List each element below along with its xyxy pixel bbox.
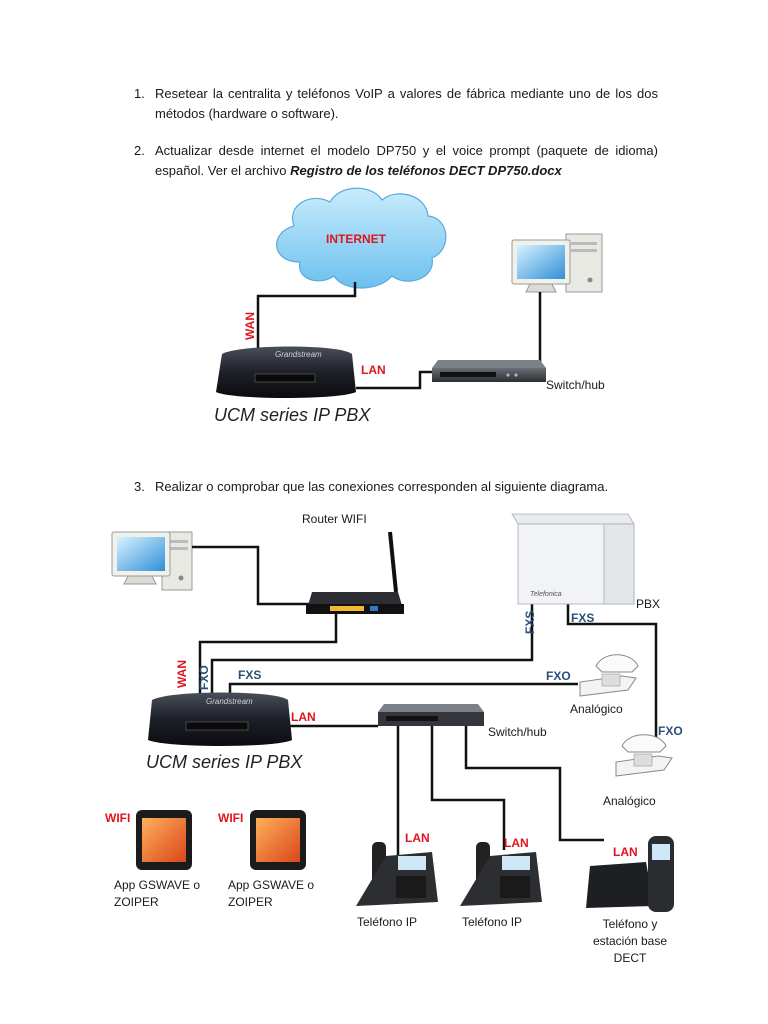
step-text: Actualizar desde internet el modelo DP75… — [155, 141, 658, 181]
analog-phone-icon — [615, 734, 673, 777]
network-diagram-2: Router WIFI Telefonica PBX FXS FXS WAN F… — [105, 512, 683, 965]
lan-cable — [356, 370, 440, 390]
ipphone1-lan-label: LAN — [405, 831, 430, 845]
smartphone-icon — [250, 810, 306, 870]
step-number: 1. — [134, 86, 145, 101]
fxs-ucm-label: FXS — [238, 668, 261, 682]
switch-label: Switch/hub — [546, 378, 605, 392]
fxo-phone2-label: FXO — [658, 724, 683, 738]
switch-icon — [432, 360, 546, 382]
dect-line2: estación base — [593, 934, 667, 948]
router-label: Router WIFI — [302, 512, 367, 526]
step-text: Realizar o comprobar que las conexiones … — [155, 479, 609, 494]
ipphone2-cable — [430, 726, 506, 850]
fxo-vertical-label: FXO — [197, 665, 211, 690]
fxo-cable — [210, 604, 534, 698]
ipphone2-label: Teléfono IP — [462, 915, 522, 929]
network-diagram-1: INTERNET WAN LAN Switch/hub — [214, 187, 605, 425]
lan-label: LAN — [361, 363, 386, 377]
ucm-caption: UCM series IP PBX — [146, 752, 303, 772]
wifi-router-icon — [306, 531, 404, 614]
step-number: 2. — [134, 143, 145, 158]
fxo-phone1-label: FXO — [546, 669, 571, 683]
svg-text:Grandstream: Grandstream — [206, 697, 253, 706]
dect-lan-label: LAN — [613, 845, 638, 859]
dect-base-station-icon — [586, 836, 674, 912]
fxs-ucm-cable — [228, 682, 578, 698]
step-text-plain: Actualizar desde internet el modelo DP75… — [155, 143, 658, 178]
desktop-computer-icon — [511, 233, 603, 293]
wifi2-label: WIFI — [218, 811, 243, 825]
file-reference: Registro de los teléfonos DECT DP750.doc… — [290, 163, 562, 178]
dect-line3: DECT — [614, 951, 647, 965]
app2-line1: App GSWAVE o — [228, 878, 314, 892]
step-text: Resetear la centralita y teléfonos VoIP … — [155, 86, 658, 121]
pc-router-cable — [192, 545, 316, 606]
desktop-computer-icon — [111, 531, 193, 591]
wan-label: WAN — [243, 312, 257, 340]
dect-cable — [464, 726, 604, 842]
analog1-label: Analógico — [570, 702, 623, 716]
analog2-label: Analógico — [603, 794, 656, 808]
fxs-pbx-vertical-label: FXS — [523, 611, 537, 634]
switch-icon — [378, 704, 484, 726]
smartphone-icon — [136, 810, 192, 870]
app2-line2: ZOIPER — [228, 895, 273, 909]
lan-label: LAN — [291, 710, 316, 724]
ip-phone-icon — [460, 842, 542, 906]
analog-pbx-icon: Telefonica — [511, 513, 635, 605]
analog-phone-icon — [579, 654, 639, 697]
internet-label: INTERNET — [326, 232, 387, 246]
ipphone1-label: Teléfono IP — [357, 915, 417, 929]
ip-phone-icon — [356, 842, 438, 906]
wan-cable — [256, 282, 357, 350]
internet-cloud: INTERNET — [276, 187, 447, 289]
wifi1-label: WIFI — [105, 811, 130, 825]
wan-cable — [198, 614, 338, 698]
app1-line1: App GSWAVE o — [114, 878, 200, 892]
pbx-label: PBX — [636, 597, 660, 611]
ucm-ip-pbx-device: Grandstream — [216, 346, 356, 398]
switch-label: Switch/hub — [488, 725, 547, 739]
ipphone2-lan-label: LAN — [504, 836, 529, 850]
dect-line1: Teléfono y — [603, 917, 658, 931]
fxs-pbx-label: FXS — [571, 611, 594, 625]
app1-line2: ZOIPER — [114, 895, 159, 909]
wan-label: WAN — [175, 660, 189, 688]
ucm-caption: UCM series IP PBX — [214, 405, 371, 425]
svg-text:Grandstream: Grandstream — [275, 350, 322, 359]
svg-text:Telefonica: Telefonica — [530, 591, 562, 598]
step-number: 3. — [134, 479, 145, 494]
ucm-ip-pbx-device: Grandstream — [148, 692, 292, 746]
